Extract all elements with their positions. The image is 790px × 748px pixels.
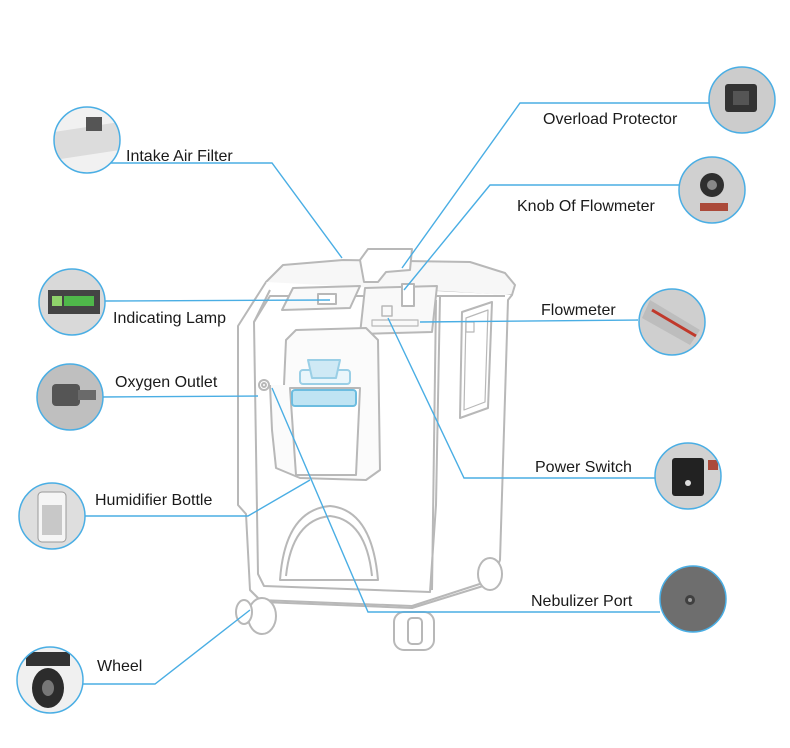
wheel-front-right xyxy=(393,611,435,651)
label-oxygen-outlet: Oxygen Outlet xyxy=(115,374,218,391)
line-oxygen-outlet xyxy=(99,395,259,398)
detail-nebulizer-port xyxy=(659,565,727,633)
line-indicating-lamp xyxy=(103,299,331,302)
line-flowmeter xyxy=(419,319,639,323)
wheel-back-right xyxy=(477,557,503,591)
line-intake-air-filter xyxy=(109,162,343,259)
label-knob-of-flowmeter: Knob Of Flowmeter xyxy=(517,198,656,215)
label-wheel: Wheel xyxy=(97,658,142,675)
label-intake-air-filter: Intake Air Filter xyxy=(126,148,233,165)
label-power-switch: Power Switch xyxy=(535,459,632,476)
detail-intake-air-filter xyxy=(53,106,121,174)
labels: Intake Air Filter Indicating Lamp Oxygen… xyxy=(95,111,678,675)
detail-humidifier-bottle xyxy=(18,482,86,550)
label-humidifier-bottle: Humidifier Bottle xyxy=(95,492,212,509)
label-overload-protector: Overload Protector xyxy=(543,111,678,128)
label-indicating-lamp: Indicating Lamp xyxy=(113,310,226,327)
detail-indicating-lamp xyxy=(38,268,106,336)
line-humidifier-bottle xyxy=(84,479,311,517)
line-wheel xyxy=(82,609,251,685)
oxygen-concentrator-device xyxy=(235,248,516,651)
detail-oxygen-outlet xyxy=(36,363,104,431)
line-nebulizer-port xyxy=(271,387,660,613)
callout-lines xyxy=(82,102,710,685)
line-knob-of-flowmeter xyxy=(403,184,680,291)
line-overload-protector xyxy=(401,102,710,269)
label-flowmeter: Flowmeter xyxy=(541,302,616,319)
detail-power-switch xyxy=(654,442,722,510)
label-nebulizer-port: Nebulizer Port xyxy=(531,593,633,610)
detail-overload-protector xyxy=(708,66,776,134)
line-power-switch xyxy=(387,317,656,479)
detail-knob-of-flowmeter xyxy=(678,156,746,224)
detail-wheel xyxy=(16,646,84,714)
detail-flowmeter xyxy=(638,288,706,356)
